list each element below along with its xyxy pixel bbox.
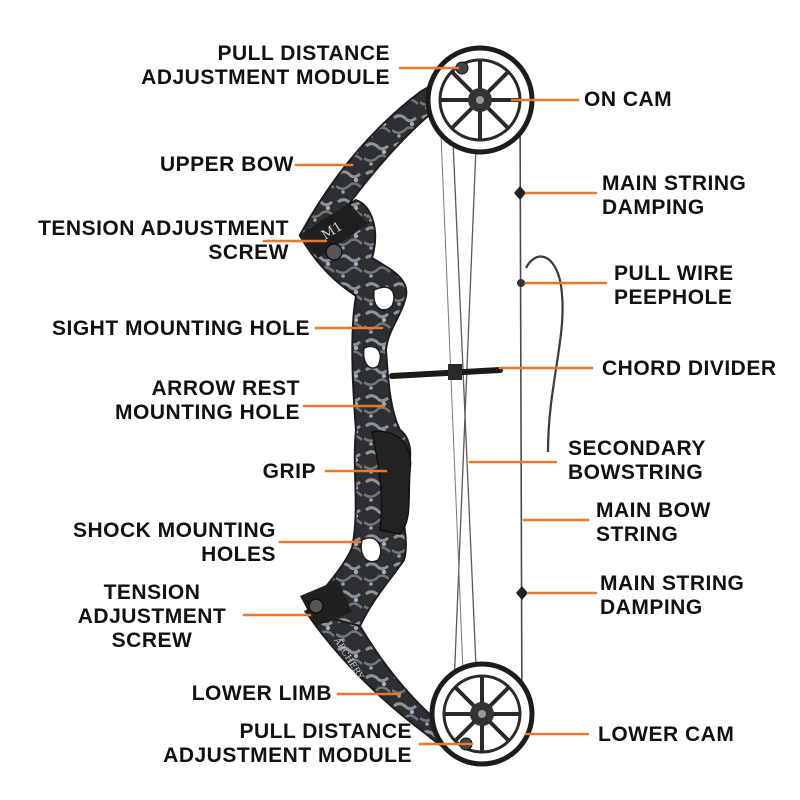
tension-screw-bottom-icon — [308, 598, 324, 614]
peephole-icon — [517, 279, 525, 287]
label-main-string-damping-top: MAIN STRING DAMPING — [602, 172, 747, 219]
label-main-bow-string: MAIN BOW STRING — [596, 499, 711, 546]
label-pull-distance-bottom: PULL DISTANCE ADJUSTMENT MODULE — [163, 720, 412, 767]
label-tension-screw-top: TENSION ADJUSTMENT SCREW — [38, 217, 289, 264]
label-lower-cam: LOWER CAM — [598, 723, 735, 746]
main-bow-string — [519, 99, 523, 733]
label-upper-bow: UPPER BOW — [159, 153, 294, 176]
label-main-string-damping-bottom: MAIN STRING DAMPING — [600, 572, 745, 619]
label-pull-distance-top: PULL DISTANCE ADJUSTMENT MODULE — [141, 42, 390, 89]
upper-limb-pocket: M1 — [300, 204, 368, 261]
bottom-cam — [429, 661, 535, 767]
leader-lines — [242, 66, 608, 746]
bowstrings — [439, 97, 523, 736]
label-tension-screw-bottom: TENSION ADJUSTMENT SCREW — [77, 581, 227, 652]
label-shock-mounting-holes: SHOCK MOUNTING HOLES — [73, 519, 276, 566]
label-on-cam: ON CAM — [584, 88, 673, 111]
secondary-bowstring-b — [451, 97, 479, 736]
pull-wire-peephole-cable — [525, 255, 564, 453]
riser-cutouts — [360, 286, 395, 563]
shock-hole-cutout — [360, 537, 382, 563]
sight-mounting-hole-cutout — [373, 286, 395, 311]
damper-top-icon — [514, 186, 526, 200]
string-dampers — [514, 186, 528, 600]
grip — [371, 430, 412, 535]
label-lower-limb: LOWER LIMB — [191, 682, 332, 705]
label-sight-mounting-hole: SIGHT MOUNTING HOLE — [52, 317, 310, 340]
label-grip: GRIP — [262, 460, 316, 483]
damper-bottom-icon — [516, 586, 528, 600]
tension-screw-top-icon — [325, 243, 343, 261]
label-secondary-bowstring: SECONDARY BOWSTRING — [568, 437, 706, 484]
label-chord-divider: CHORD DIVIDER — [602, 357, 777, 380]
arrow-rest-cutout — [362, 345, 382, 369]
label-arrow-rest: ARROW REST MOUNTING HOLE — [115, 377, 300, 424]
chord-divider — [389, 364, 503, 380]
cable-a — [439, 109, 466, 721]
riser — [298, 198, 412, 628]
label-pull-wire-peephole: PULL WIRE PEEPHOLE — [614, 262, 734, 309]
